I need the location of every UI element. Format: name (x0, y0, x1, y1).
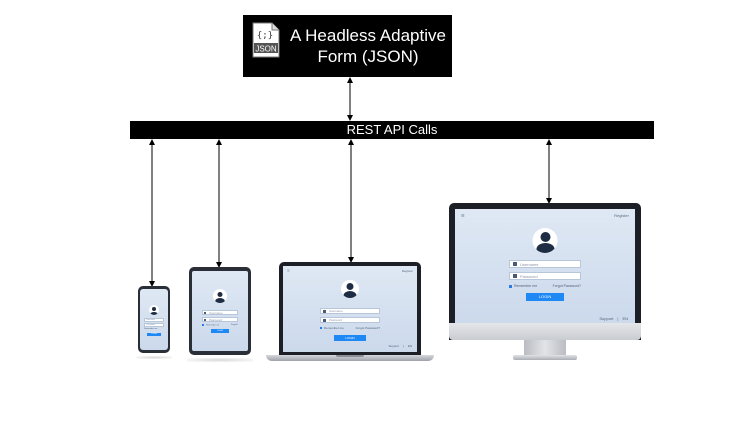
laptop-notch (336, 355, 364, 357)
laptop-device: ☰ Register Username Password Remember me… (279, 262, 421, 355)
screen-topbar: ☰ Register (455, 209, 635, 222)
json-form-box: {;} JSON A Headless Adaptive Form (JSON) (243, 15, 452, 77)
json-file-icon: {;} JSON (252, 22, 280, 58)
username-field[interactable]: Username (320, 308, 380, 314)
screen-footer: Support|EN (599, 316, 628, 321)
register-link[interactable]: Register (614, 213, 629, 218)
title-line-1: A Headless Adaptive (290, 26, 446, 45)
password-field[interactable]: Password (509, 272, 581, 280)
login-button[interactable]: LOGIN (147, 333, 161, 336)
avatar-icon (149, 305, 159, 315)
monitor-stand-foot (513, 355, 577, 360)
tablet-device: Username Password Remember me Forgot? LO… (189, 267, 251, 355)
avatar-icon (213, 289, 227, 303)
phone-shadow (136, 356, 172, 359)
tablet-shadow (187, 358, 253, 362)
login-button[interactable]: LOGIN (526, 293, 564, 301)
login-button[interactable]: LOGIN (334, 335, 366, 341)
remember-row: Remember me (144, 328, 158, 330)
laptop-base (266, 355, 434, 361)
rest-api-bar: REST API Calls (130, 121, 654, 139)
phone-screen: Username Password Remember me LOGIN (140, 289, 168, 350)
laptop-screen: ☰ Register Username Password Remember me… (283, 266, 417, 352)
password-field[interactable]: Password (202, 317, 238, 322)
login-button[interactable]: LOGIN (211, 329, 229, 333)
diagram-title: A Headless Adaptive Form (JSON) (287, 25, 449, 67)
title-line-2: Form (JSON) (317, 47, 419, 66)
menu-icon[interactable]: ☰ (287, 269, 290, 273)
remember-row: Remember me Forgot Password? (509, 284, 581, 288)
register-link[interactable]: Register (401, 269, 413, 273)
tablet-screen: Username Password Remember me Forgot? LO… (192, 271, 248, 351)
menu-icon[interactable]: ☰ (461, 213, 465, 218)
monitor-chin (449, 323, 641, 340)
desktop-screen: ☰ Register Username Password Remember me… (455, 209, 635, 326)
password-field[interactable]: Password (320, 317, 380, 323)
avatar-icon (532, 228, 558, 253)
screen-topbar: ☰ Register (283, 266, 417, 276)
json-icon-braces: {;} (257, 31, 273, 41)
phone-device: Username Password Remember me LOGIN (138, 286, 170, 353)
screen-footer: Support|EN (388, 344, 412, 348)
avatar-icon (341, 280, 359, 298)
remember-row: Remember me Forgot? (202, 324, 238, 327)
username-field[interactable]: Username (509, 260, 581, 268)
json-icon-label: JSON (255, 45, 277, 54)
password-field[interactable]: Password (144, 323, 164, 327)
desktop-monitor: ☰ Register Username Password Remember me… (449, 203, 641, 340)
username-field[interactable]: Username (144, 318, 164, 322)
username-field[interactable]: Username (202, 310, 238, 315)
remember-row: Remember me Forgot Password? (320, 326, 380, 330)
monitor-stand (524, 340, 566, 356)
